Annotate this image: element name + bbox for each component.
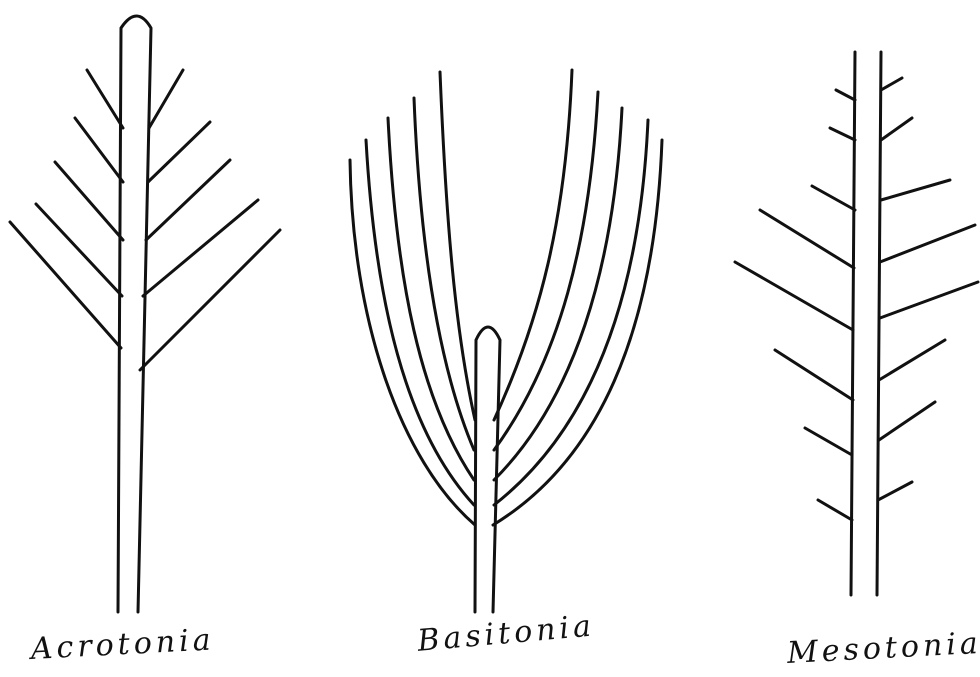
mesotonia-branch-right-1: [881, 78, 902, 90]
mesotonia-axis-left-edge: [851, 52, 855, 595]
acrotonia-plant: [10, 16, 280, 612]
mesotonia-branch-left-3: [812, 186, 855, 210]
mesotonia-branch-left-7: [805, 428, 852, 455]
acrotonia-branch-left-1: [87, 70, 123, 128]
basitonia-branch-left-5: [350, 160, 475, 525]
mesotonia-branch-left-4: [760, 210, 854, 268]
mesotonia-branch-right-7: [879, 402, 935, 440]
mesotonia-branch-right-4: [880, 225, 975, 262]
basitonia-branch-right-3: [494, 108, 622, 480]
mesotonia-branch-right-6: [879, 340, 945, 380]
basitonia-plant: [350, 70, 662, 612]
acrotonia-branch-left-2: [75, 118, 123, 182]
mesotonia-branch-right-3: [881, 180, 950, 200]
mesotonia-branch-left-8: [818, 500, 852, 520]
mesotonia-branch-left-5: [735, 262, 853, 330]
mesotonia-plant: [735, 52, 978, 595]
acrotonia-branch-left-5: [10, 222, 121, 348]
mesotonia-branch-left-2: [830, 128, 855, 140]
acrotonia-main-axis: [118, 16, 151, 612]
basitonia-branch-left-1: [440, 72, 475, 420]
basitonia-branch-left-3: [388, 118, 474, 480]
acrotonia-branch-right-5: [140, 230, 280, 370]
basitonia-branch-right-4: [494, 120, 648, 505]
mesotonia-branch-right-5: [880, 282, 978, 318]
acrotonia-branch-left-4: [36, 204, 122, 296]
basitonia-branch-right-5: [493, 140, 662, 525]
mesotonia-branch-right-2: [881, 118, 912, 140]
acrotonia-branch-right-4: [143, 200, 258, 296]
acrotonia-branch-left-3: [55, 162, 123, 240]
mesotonia-axis-right-edge: [877, 52, 881, 595]
acrotonia-branch-right-2: [148, 122, 210, 182]
mesotonia-branch-right-8: [878, 482, 912, 500]
basitonia-branch-right-1: [494, 70, 572, 420]
mesotonia-branch-left-6: [775, 350, 853, 400]
acrotonia-branch-right-1: [149, 70, 183, 128]
basitonia-main-axis: [475, 327, 500, 612]
mesotonia-branch-left-1: [836, 90, 855, 100]
